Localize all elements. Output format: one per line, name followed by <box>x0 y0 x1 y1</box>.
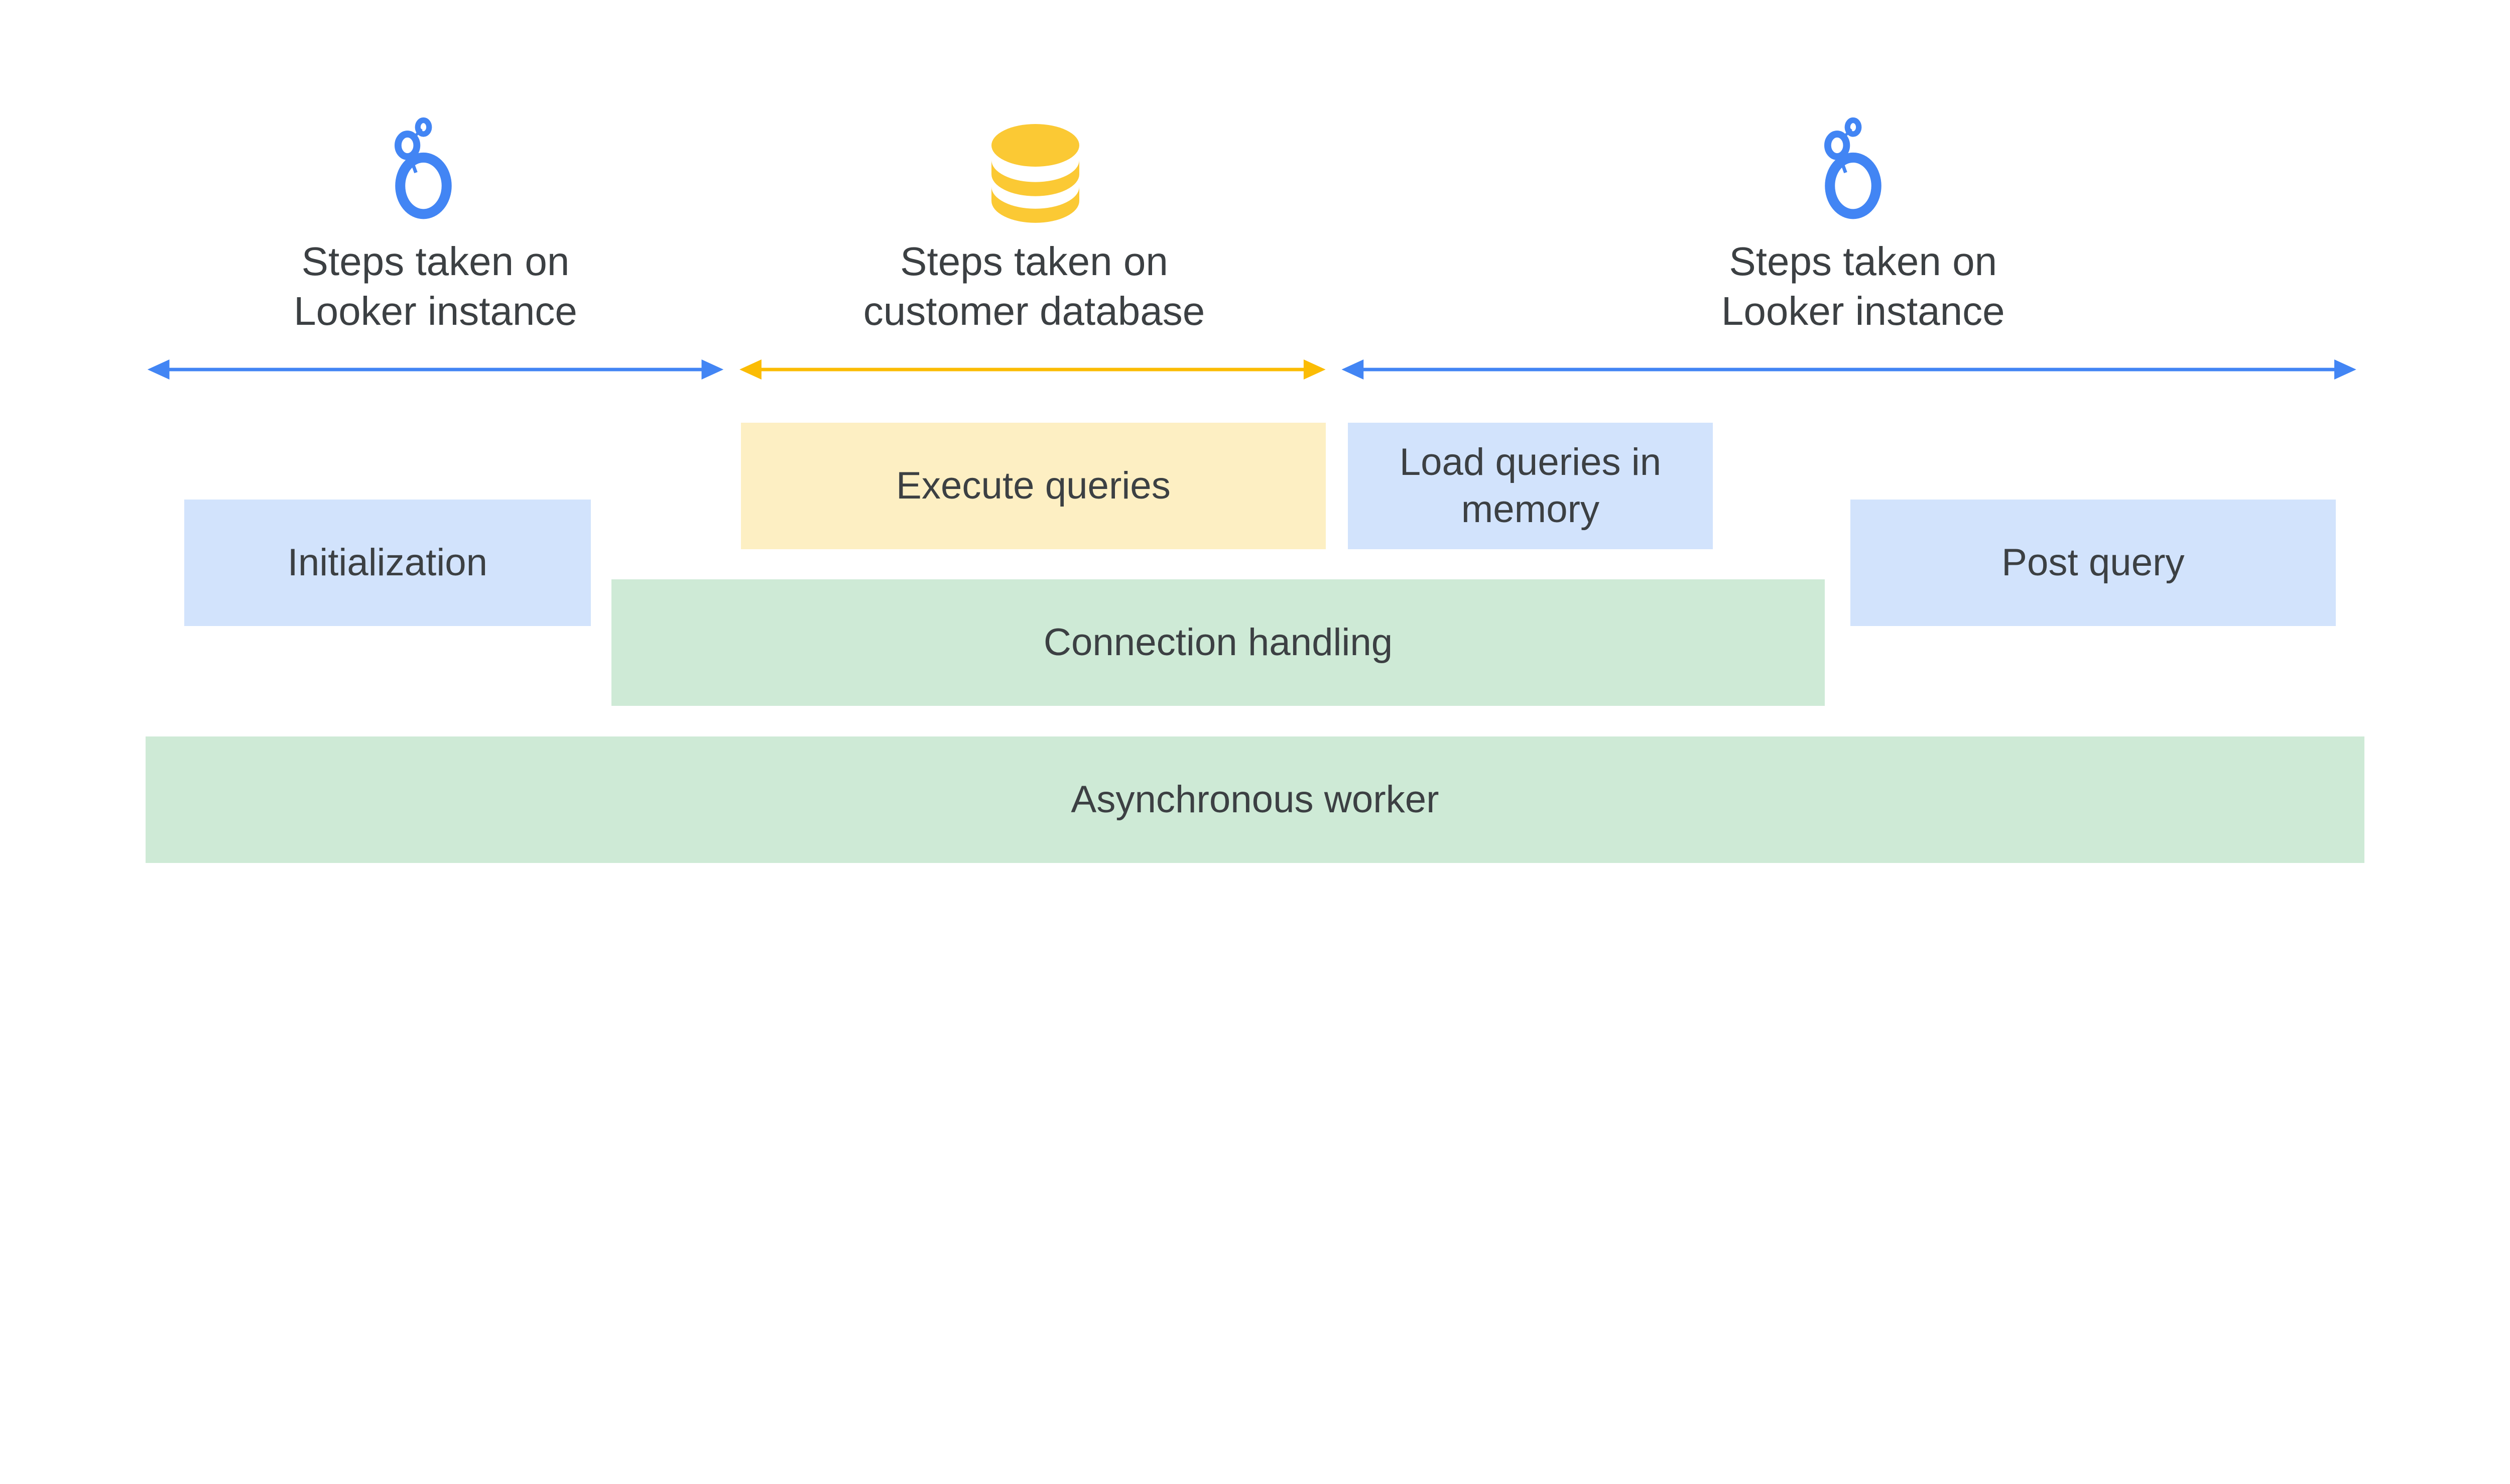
asynchronous-worker-box: Asynchronous worker <box>146 736 2364 863</box>
load-queries-box: Load queries in memory <box>1348 422 1713 549</box>
post-query-box: Post query <box>1850 500 2336 626</box>
connection-handling-label: Connection handling <box>1043 621 1393 664</box>
section-heading-database: Steps taken on customer database <box>815 237 1254 336</box>
connection-handling-box: Connection handling <box>611 579 1825 706</box>
heading-line-2: Looker instance <box>1721 288 2005 333</box>
looker-logo-icon <box>1824 117 1882 219</box>
heading-line-2: Looker instance <box>294 288 577 333</box>
heading-line-1: Steps taken on <box>301 238 570 284</box>
initialization-box: Initialization <box>184 500 591 626</box>
double-arrow-looker-2 <box>1341 359 2356 380</box>
heading-line-1: Steps taken on <box>1729 238 1997 284</box>
database-icon <box>991 123 1079 223</box>
execute-queries-box: Execute queries <box>741 422 1326 549</box>
span-arrows <box>147 359 2356 380</box>
looker-logo-icon <box>394 117 452 219</box>
heading-line-1: Steps taken on <box>900 238 1168 284</box>
post-query-label: Post query <box>2001 541 2185 584</box>
section-heading-looker-1: Steps taken on Looker instance <box>216 237 655 336</box>
heading-line-2: customer database <box>863 288 1205 333</box>
execute-queries-label: Execute queries <box>896 464 1171 507</box>
section-heading-looker-2: Steps taken on Looker instance <box>1644 237 2083 336</box>
asynchronous-worker-label: Asynchronous worker <box>1071 778 1439 821</box>
double-arrow-looker-1 <box>147 359 724 380</box>
double-arrow-database <box>739 359 1326 380</box>
diagram-canvas: Steps taken on Looker instance Steps tak… <box>146 117 2364 863</box>
load-queries-label: Load queries in memory <box>1399 441 1662 531</box>
initialization-label: Initialization <box>287 541 488 584</box>
